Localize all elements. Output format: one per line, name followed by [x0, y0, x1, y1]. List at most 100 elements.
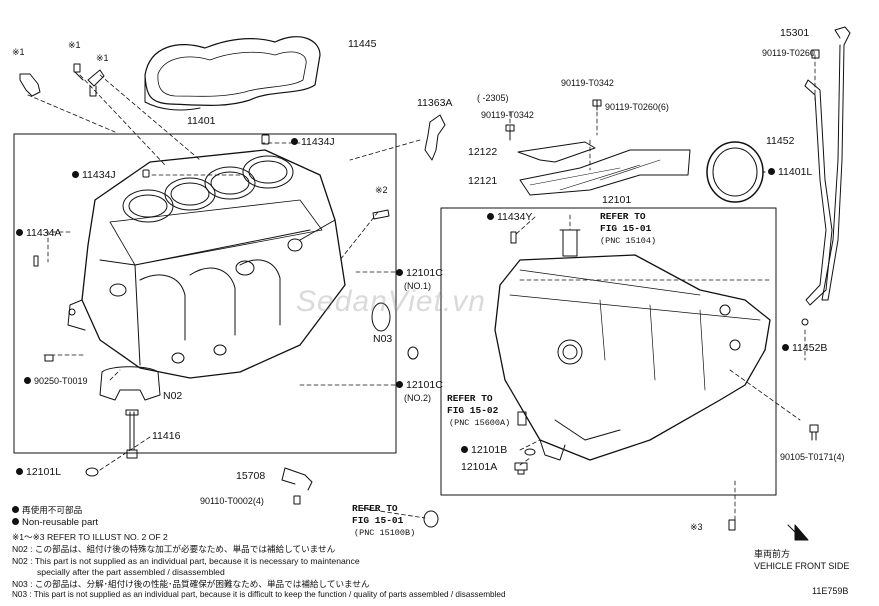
- part-12101L-ring: [85, 467, 99, 477]
- legend-refer-illust: ※1～※3 REFER TO ILLUST NO. 2 OF 2: [12, 532, 168, 542]
- label-text: 11434J: [82, 169, 116, 181]
- nonreusable-dot-icon: [396, 381, 403, 388]
- nonreusable-dot-icon: [12, 518, 19, 525]
- label-11434Y[interactable]: 11434Y: [487, 212, 532, 223]
- refer-15104-line2: FIG 15-01: [600, 223, 652, 234]
- nonreusable-dot-icon: [16, 468, 23, 475]
- bolt-2: [87, 69, 105, 97]
- label-90110[interactable]: 90110-T0002(4): [200, 496, 264, 506]
- label-11401[interactable]: 11401: [187, 115, 216, 127]
- legend-text: Non-reusable part: [22, 517, 99, 528]
- label-11416[interactable]: 11416: [152, 430, 181, 442]
- label-90105[interactable]: 90105-T0171(4): [780, 452, 845, 462]
- part-11434J-pin: [261, 134, 270, 145]
- block-group-frame: [13, 133, 397, 454]
- part-12101A-plug: [514, 462, 528, 475]
- part-11452-guide: [804, 79, 833, 306]
- refer-15600-line1: REFER TO: [447, 393, 493, 404]
- label-11401L[interactable]: 11401L: [768, 167, 812, 178]
- legend-n03-en: N03 : This part is not supplied as an in…: [12, 590, 506, 599]
- label-12101[interactable]: 12101: [602, 194, 632, 206]
- label-90119-T0260-6[interactable]: 90119-T0260(6): [605, 102, 669, 112]
- part-15301-dipstick: [821, 26, 851, 301]
- label-90250[interactable]: 90250-T0019: [24, 376, 88, 387]
- label-90119-T0342-b[interactable]: 90119-T0342: [561, 78, 614, 88]
- refer-15100-line3[interactable]: (PNC 15100B): [354, 528, 416, 538]
- mark-1b: ※1: [68, 40, 81, 50]
- part-15708-nozzle: [281, 467, 313, 491]
- label-12101C-2[interactable]: 12101C: [396, 380, 443, 391]
- nonreusable-dot-icon: [782, 344, 789, 351]
- label-90119-T0260[interactable]: 90119-T0260: [762, 48, 815, 58]
- vehicle-front-en: VEHICLE FRONT SIDE: [754, 561, 850, 571]
- label-12101A[interactable]: 12101A: [461, 461, 498, 473]
- oil-pan-drawing: [494, 254, 771, 461]
- vehicle-front-arrow: [787, 524, 809, 541]
- label-text: 11434A: [26, 227, 62, 239]
- part-11363A: [424, 114, 446, 161]
- refer-15100-line1: REFER TO: [352, 503, 398, 514]
- label-text: 12101C: [406, 379, 443, 391]
- refer-15100-line2: FIG 15-01: [352, 515, 404, 526]
- leader-lines: [27, 54, 816, 521]
- diagram-id: 11E759B: [812, 586, 849, 596]
- label-12101C-1[interactable]: 12101C: [396, 268, 443, 279]
- refer-15104-line1: REFER TO: [600, 211, 646, 222]
- nonreusable-dot-icon: [396, 269, 403, 276]
- nonreusable-dot-icon: [72, 171, 79, 178]
- nonreusable-dot-icon: [12, 506, 19, 513]
- ring-no1: [371, 302, 391, 332]
- label-15301[interactable]: 15301: [780, 27, 810, 39]
- label-11445[interactable]: 11445: [348, 38, 377, 50]
- cylinder-block-drawing: [67, 149, 346, 379]
- label-text: 11452B: [792, 342, 828, 354]
- legend-n02-en1: N02 : This part is not supplied as an in…: [12, 556, 360, 566]
- ring-no2: [407, 346, 419, 360]
- mark-3: ※3: [690, 522, 703, 532]
- label-12121[interactable]: 12121: [468, 175, 498, 187]
- nonreusable-dot-icon: [461, 446, 468, 453]
- oil-pan-group-frame: [440, 207, 777, 496]
- legend-text: 再使用不可部品: [22, 505, 83, 515]
- label-text: 90250-T0019: [34, 376, 88, 386]
- bolt-1: [73, 63, 84, 81]
- part-n02-cap: [99, 366, 161, 401]
- nonreusable-dot-icon: [768, 168, 775, 175]
- label-11452B[interactable]: 11452B: [782, 343, 827, 354]
- part-12122: [517, 141, 596, 163]
- part-12101B: [524, 448, 536, 456]
- part-12121: [519, 149, 691, 196]
- label-11434J-b[interactable]: 11434J: [72, 170, 116, 181]
- part-11445-cover: [144, 36, 321, 106]
- label-12101B[interactable]: 12101B: [461, 445, 507, 456]
- refer-15104-line3[interactable]: (PNC 15104): [600, 236, 657, 246]
- label-text: 12101B: [471, 444, 508, 456]
- legend-nonreusable: Non-reusable part: [12, 518, 98, 528]
- label-n02[interactable]: N02: [163, 390, 183, 402]
- mark-1c: ※1: [96, 53, 109, 63]
- label-text: 11401L: [778, 166, 813, 178]
- legend-n03-jp: N03 : この部品は、分解･組付け後の性能･品質確保が困難なため、単品では補給…: [12, 579, 370, 589]
- label-11452[interactable]: 11452: [766, 135, 795, 147]
- label-15708[interactable]: 15708: [236, 470, 266, 482]
- part-11416-bolt: [125, 409, 139, 459]
- part-11434A-pin: [33, 255, 39, 267]
- sensor-1: [19, 73, 41, 97]
- label-12101L[interactable]: 12101L: [16, 467, 61, 478]
- label-n03[interactable]: N03: [373, 333, 393, 345]
- label-90119-T0342-a[interactable]: 90119-T0342: [481, 110, 534, 120]
- refer-15600-line2: FIG 15-02: [447, 405, 499, 416]
- label-11434J-a[interactable]: 11434J: [291, 137, 335, 148]
- label-12122[interactable]: 12122: [468, 146, 498, 158]
- label-11363A[interactable]: 11363A: [417, 97, 453, 109]
- label-text: 12101C: [406, 267, 443, 279]
- legend-jp-nonreusable: 再使用不可部品: [12, 505, 82, 515]
- part-15600A: [517, 411, 527, 426]
- part-11434Y-pin: [510, 231, 517, 244]
- part-90250-pin: [44, 354, 54, 362]
- refer-15600-line3[interactable]: (PNC 15600A): [449, 418, 511, 428]
- label-11434A[interactable]: 11434A: [16, 228, 61, 239]
- label-text: 11434J: [301, 136, 335, 148]
